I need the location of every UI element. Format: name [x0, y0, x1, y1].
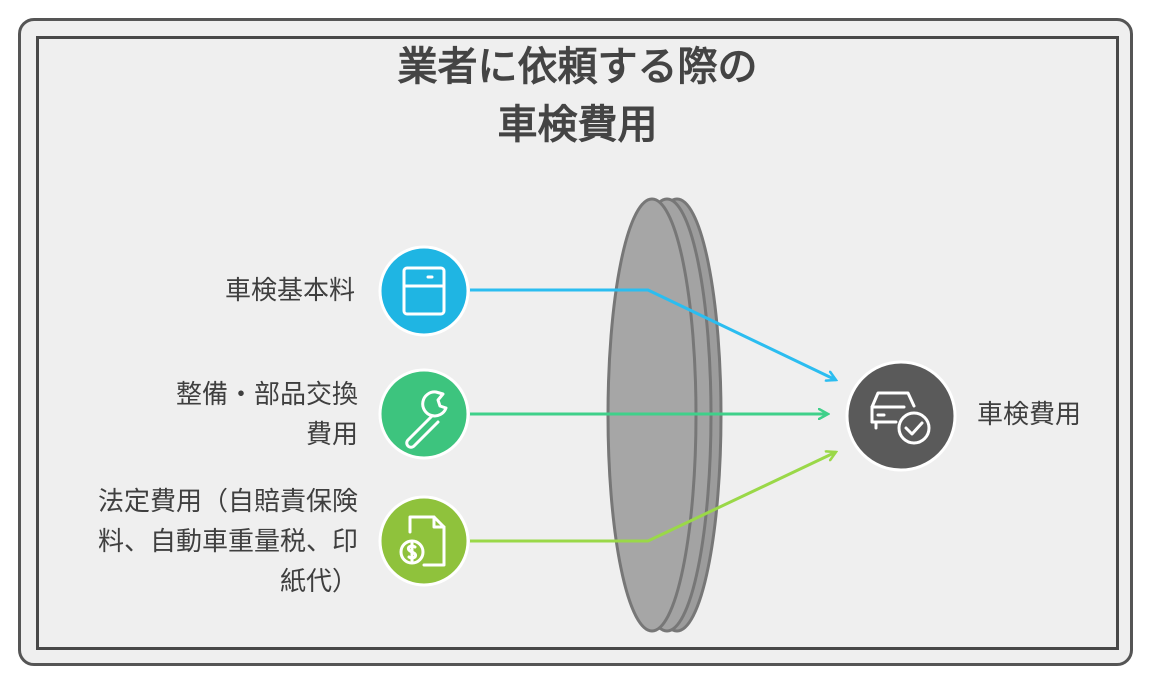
cabinet-icon [402, 266, 446, 316]
dollar-document-icon [399, 515, 446, 567]
label-basic-fee-line: 車検基本料 [224, 276, 355, 306]
node-legal-fees [378, 495, 470, 587]
inner-frame [36, 36, 1119, 650]
label-legal-fees-line-3: 紙代） [279, 567, 358, 597]
title-line-1: 業者に依頼する際の [397, 44, 758, 90]
label-legal-fees: 法定費用（自賠責保険 料、自動車重量税、印 紙代） [98, 482, 358, 602]
node-maintenance [378, 368, 470, 460]
wrench-icon [405, 390, 448, 449]
node-output [845, 360, 957, 472]
label-maintenance-line-2: 費用 [305, 420, 358, 450]
car-check-icon [870, 391, 931, 445]
label-output: 車検費用 [977, 395, 1081, 435]
outer-frame [18, 18, 1133, 666]
connector-legal-fees [470, 452, 836, 543]
node-basic-fee [378, 245, 470, 337]
label-basic-fee: 車検基本料 [225, 271, 355, 311]
diagram-title: 業者に依頼する際の 車検費用 [0, 38, 1155, 154]
label-maintenance: 整備・部品交換 費用 [176, 375, 358, 455]
label-legal-fees-line-2: 料、自動車重量税、印 [97, 527, 358, 557]
connector-basic-fee [470, 288, 836, 380]
label-maintenance-line-1: 整備・部品交換 [175, 380, 358, 410]
label-legal-fees-line-1: 法定費用（自賠責保険 [97, 487, 358, 517]
title-line-2: 車検費用 [497, 102, 658, 148]
label-output-text: 車検費用 [977, 400, 1082, 430]
